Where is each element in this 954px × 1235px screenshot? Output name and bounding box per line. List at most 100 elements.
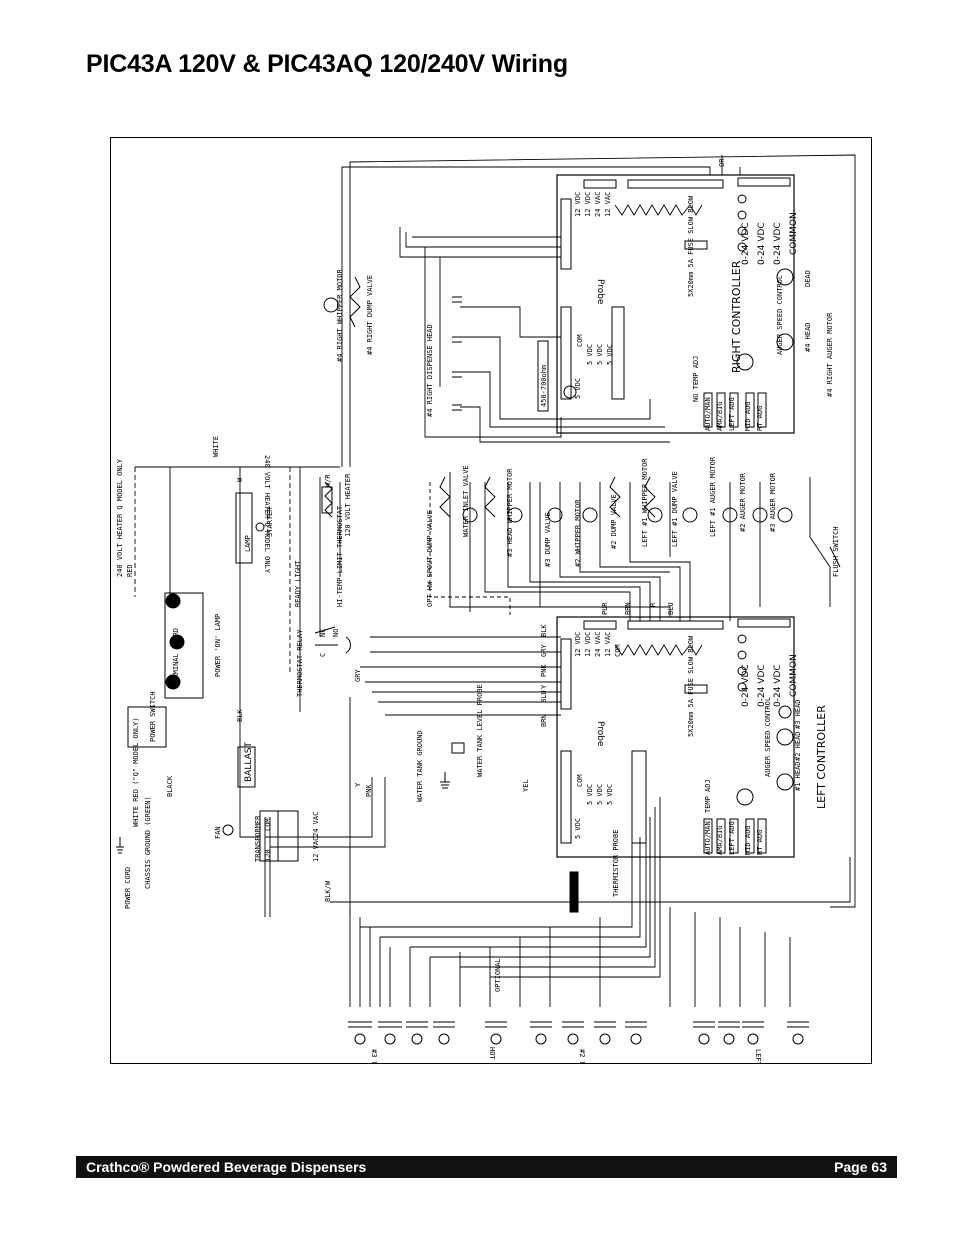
left-dc-com: COM	[576, 774, 584, 787]
label-ballast: BALLAST	[244, 742, 254, 782]
wire-tag-12vac: 12 VAC	[312, 837, 320, 862]
label-dump3: #3 DUMP VALVE	[544, 512, 552, 567]
right-dc-5vdc-4: 5 VDC	[574, 378, 582, 399]
footer-bar: Crathco® Powdered Beverage Dispensers Pa…	[76, 1156, 897, 1178]
left-term-pnk: PNK	[540, 664, 548, 677]
left-term-12vac: 12 VAC	[604, 632, 612, 657]
right-supply-2: 0-24 VDC	[757, 222, 767, 265]
wire-tag-black: BLACK	[166, 775, 174, 797]
left-dc-5vdc-2: 5 VDC	[596, 784, 604, 805]
right-auger-speed: AUGER SPEED CONTROL	[776, 275, 784, 355]
left-supply-1: 0-24 VDC	[741, 664, 751, 707]
label-head3-whipper: #3 HEAD WHIPPER MOTOR	[506, 468, 514, 557]
wire-color-tags: WHITE RED BLACK BLK OR PUR BRN BLU PNK Y…	[126, 158, 726, 902]
label-dump2: #2 DUMP VALVE	[610, 494, 618, 549]
left-dip-left: LEFT AUG	[728, 821, 736, 855]
left-term-y: Y	[540, 684, 548, 689]
label-right-whipper: #4 RIGHT WHIPPER MOTOR	[336, 268, 344, 362]
wiring-lines	[134, 154, 856, 1007]
wire-tag-no: NO	[332, 629, 340, 637]
label-flush-switch: FLUSH SWITCH	[832, 526, 840, 577]
wire-tag-blk: BLK	[236, 709, 244, 722]
left-dc-5vdc-1: 5 VDC	[586, 784, 594, 805]
wire-tag-c: C	[319, 653, 327, 657]
label-power-lamp: POWER 'ON' LAMP	[214, 614, 222, 677]
wire-tag-nc: NC	[319, 629, 327, 637]
wire-tag-w: W	[236, 477, 244, 482]
right-supply-3: 0-24 VDC	[773, 222, 783, 265]
wire-tag-pur: PUR	[601, 602, 609, 615]
label-head2: #2 DISPENSE HEAD	[578, 1049, 586, 1064]
left-pot-head2: #2 HEAD	[794, 731, 802, 761]
right-controller: 450-700ohm RIGHT CONTROLLER 0-24 VDC 0-2…	[537, 174, 812, 434]
label-optional: OPTIONAL	[494, 958, 502, 992]
left-fuse: 5X20mm 5A FUSE SLOW BLOW	[687, 635, 695, 737]
right-term-12vac: 12 VAC	[604, 192, 612, 217]
label-water-tank-probe: WATER TANK LEVEL PROBE	[476, 684, 484, 777]
label-head1: LEFT #1 DISPENSE HEAD	[754, 1049, 762, 1064]
left-dip-ama: AMA/BIG	[716, 825, 724, 855]
component-symbols	[116, 276, 841, 913]
wire-tag-red: RED	[126, 564, 134, 577]
wire-tag-gry: GRY	[354, 669, 362, 682]
label-auger3: #3 AUGER MOTOR	[769, 472, 777, 532]
label-dump1: LEFT #1 DUMP VALVE	[671, 471, 679, 547]
left-controller-name: LEFT CONTROLLER	[815, 705, 828, 809]
right-dc-5vdc-3: 5 VDC	[606, 344, 614, 365]
wire-tag-blu: BLU	[667, 602, 675, 615]
left-temp-adj: TEMP ADJ	[704, 779, 712, 813]
label-terminal-board: TERMINAL BOARD	[172, 628, 180, 687]
page-title: PIC43A 120V & PIC43AQ 120/240V Wiring	[86, 50, 568, 78]
wire-tag-yel: YEL	[522, 779, 530, 792]
right-controller-name: RIGHT CONTROLLER	[730, 260, 743, 373]
right-fuse: 5X20mm 5A FUSE SLOW BLOW	[687, 195, 695, 297]
label-120-heater: 120 VOLT HEATER	[344, 473, 352, 537]
right-supply-common: COMMON	[789, 212, 799, 255]
left-pot-head1: #1 HEAD	[794, 761, 802, 791]
label-water-inlet: WATER INLET VALVE	[462, 465, 470, 537]
label-right-dump: #4 RIGHT DUMP VALVE	[366, 275, 374, 355]
right-term-24vac: 24 VAC	[594, 192, 602, 217]
resistor-label: 450-700ohm	[540, 365, 548, 407]
label-whipper1: LEFT #1 WHIPPER MOTOR	[641, 458, 649, 547]
right-probe-label: Probe	[595, 279, 605, 305]
wire-tag-or: OR	[718, 158, 726, 167]
right-dip-rt: RT AUG	[756, 406, 764, 431]
label-power-cord: POWER CORD	[124, 867, 132, 909]
left-supply-3: 0-24 VDC	[773, 664, 783, 707]
right-no-temp-adj: NO TEMP ADJ	[692, 356, 700, 402]
left-term-gry: GRY	[540, 644, 548, 657]
right-supply-1: 0-24 VDC	[741, 222, 751, 265]
wire-tag-com: COM	[264, 818, 272, 831]
left-dc-5vdc-4: 5 VDC	[574, 818, 582, 839]
left-term-blk: BLK	[540, 624, 548, 637]
wire-tag-24vac: 24 VAC	[312, 812, 320, 837]
right-dip-mid: MID AUG	[744, 401, 752, 431]
wire-tag-pnk: PNK	[365, 784, 373, 797]
wire-tag-120: 120	[264, 849, 272, 862]
right-dip-auto: AUTO/MAN	[704, 397, 712, 431]
label-starter: STARTER	[266, 507, 274, 537]
label-240-heater: 240 VOLT HEATER Q MODEL ONLY	[116, 458, 124, 577]
left-term-24vac: 24 VAC	[594, 632, 602, 657]
left-supply-2: 0-24 VDC	[757, 664, 767, 707]
label-auger1: LEFT #1 AUGER MOTOR	[709, 456, 717, 537]
right-dip-left: LEFT AUG	[728, 397, 736, 431]
footer-product: Crathco® Powdered Beverage Dispensers	[86, 1159, 367, 1175]
label-water-tank-ground: WATER TANK GROUND	[416, 730, 424, 802]
right-dc-5vdc-2: 5 VDC	[596, 344, 604, 365]
wire-tag-y: Y	[354, 782, 362, 787]
left-controller: LEFT CONTROLLER 0-24 VDC 0-24 VDC 0-24 V…	[540, 616, 828, 858]
left-term-12vdc-b: 12 VDC	[584, 632, 592, 657]
label-power-switch: POWER SWITCH	[149, 691, 157, 742]
right-dc-5vdc-1: 5 VDC	[586, 344, 594, 365]
right-pot-dead: DEAD	[804, 270, 812, 287]
left-term-brn: BRN	[540, 714, 548, 727]
label-ready-light: READY LIGHT	[294, 560, 302, 607]
wiring-schematic: 450-700ohm RIGHT CONTROLLER 0-24 VDC 0-2…	[110, 137, 872, 1064]
label-right-dispense: #4 RIGHT DISPENSE HEAD	[426, 324, 434, 417]
dispense-heads	[348, 1021, 809, 1045]
right-term-12vdc-b: 12 VDC	[584, 192, 592, 217]
wire-tag-brn: BRN	[624, 602, 632, 615]
label-chassis-ground: CHASSIS GROUND (GREEN)	[144, 796, 152, 889]
